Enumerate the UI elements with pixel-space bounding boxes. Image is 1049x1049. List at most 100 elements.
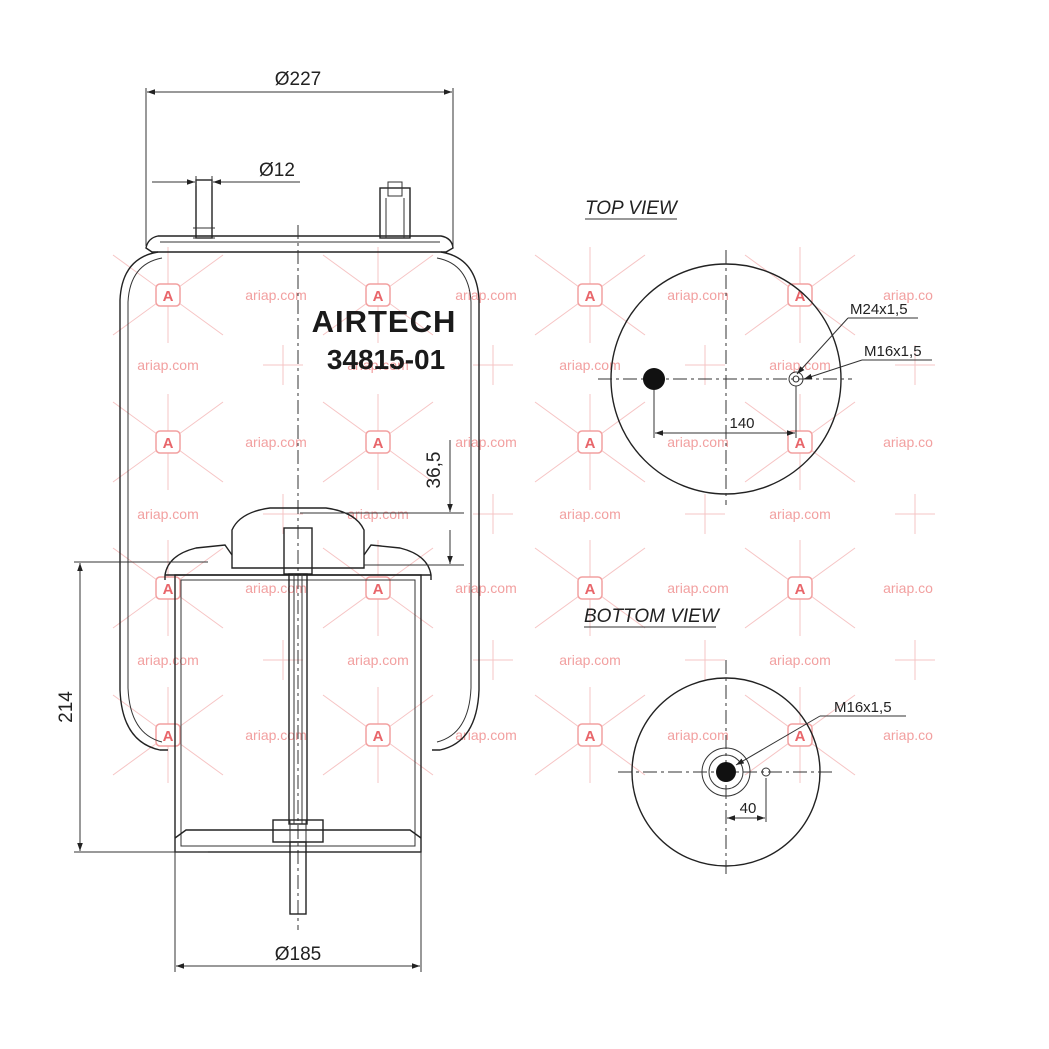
watermark-text: ariap.com (137, 357, 198, 373)
label-thread-small: M16x1,5 (864, 343, 922, 360)
watermark-badge: A (577, 283, 603, 307)
watermark-text: ariap.com (559, 652, 620, 668)
svg-text:A: A (163, 288, 174, 305)
watermark-text: ariap.com (347, 652, 408, 668)
watermark-cross (685, 494, 725, 534)
watermark-text: ariap.com (245, 287, 306, 303)
dimension-inset-height: 36,5 (300, 440, 464, 566)
part-number-label: 34815-01 (327, 344, 445, 375)
watermark-cross (263, 640, 303, 680)
piston (164, 544, 432, 853)
watermark-badge: A (365, 576, 391, 600)
watermark-badge: A (365, 723, 391, 747)
watermark-text: ariap.com (769, 652, 830, 668)
watermark-text: ariap.com (667, 287, 728, 303)
watermark-badge: A (365, 430, 391, 454)
watermark-badge: A (365, 283, 391, 307)
brand-label: AIRTECH (312, 304, 457, 339)
watermark-badge: A (577, 723, 603, 747)
svg-text:A: A (585, 288, 596, 305)
watermark-text: ariap.com (245, 580, 306, 596)
bottom-view-offset-hole (761, 767, 771, 777)
label-piston-diameter: Ø185 (275, 944, 321, 965)
watermark-text: ariap.com (245, 434, 306, 450)
svg-text:A: A (373, 288, 384, 305)
label-piston-height: 214 (56, 691, 77, 723)
label-bottom-offset: 40 (740, 800, 757, 817)
bumper (231, 507, 365, 569)
svg-text:A: A (795, 288, 806, 305)
watermark-badge: A (155, 430, 181, 454)
watermark-texts: ariap.com ariap.com ariap.com ariap.co ariap… (137, 287, 933, 743)
watermark-text: ariap.com (137, 652, 198, 668)
watermark-text: ariap.com (245, 727, 306, 743)
watermark-text: ariap.com (137, 506, 198, 522)
watermark-text: ariap.com (559, 357, 620, 373)
svg-text:A: A (373, 581, 384, 598)
watermark-text: ariap.com (667, 727, 728, 743)
watermark-cross (895, 640, 935, 680)
top-plate (145, 235, 454, 253)
label-bottom-thread: M16x1,5 (834, 699, 892, 716)
watermark-text: ariap.com (769, 506, 830, 522)
label-thread-large: M24x1,5 (850, 301, 908, 318)
watermark-text: ariap.com (667, 580, 728, 596)
svg-text:A: A (585, 581, 596, 598)
watermark-cross (895, 494, 935, 534)
bellows-outer (119, 251, 168, 751)
svg-text:A: A (795, 581, 806, 598)
watermark-text: ariap.com (455, 580, 516, 596)
svg-text:A: A (585, 728, 596, 745)
svg-text:A: A (373, 435, 384, 452)
watermark-badge: A (577, 576, 603, 600)
watermark-text: ariap.com (347, 506, 408, 522)
label-top-diameter: Ø227 (275, 69, 321, 90)
watermark-text: ariap.com (455, 434, 516, 450)
watermark-badge: A (787, 283, 813, 307)
svg-text:A: A (163, 435, 174, 452)
label-hole-spacing: 140 (729, 415, 754, 432)
watermark-cross (895, 345, 935, 385)
air-fitting (379, 181, 411, 239)
watermark-cross (263, 494, 303, 534)
dimension-piston-height: 214 (56, 561, 208, 853)
watermark-text: ariap.com (347, 357, 408, 373)
watermark-text: ariap.com (455, 727, 516, 743)
watermark-cross (263, 345, 303, 385)
svg-text:A: A (795, 728, 806, 745)
watermark-cross (685, 640, 725, 680)
center-bolt (272, 527, 324, 915)
top-view-title: TOP VIEW (585, 198, 679, 219)
watermark-text: ariap.com (559, 506, 620, 522)
svg-text:A: A (373, 728, 384, 745)
watermark-text: ariap.co (883, 287, 933, 303)
watermark-badge: A (155, 283, 181, 307)
top-view-large-hole (643, 368, 665, 390)
svg-text:A: A (585, 435, 596, 452)
watermark-badge: A (577, 430, 603, 454)
watermark-text: ariap.co (883, 580, 933, 596)
bottom-view-title: BOTTOM VIEW (584, 606, 721, 627)
watermark-text: ariap.co (883, 727, 933, 743)
svg-text:A: A (163, 581, 174, 598)
side-section-view: Ø227 Ø12 36,5 214 (56, 69, 480, 972)
watermark-text: ariap.com (769, 357, 830, 373)
watermark-badges: A A A A A A A A A A A A A A A A (155, 283, 813, 747)
watermark-text: ariap.com (667, 434, 728, 450)
dimension-pin-diameter: Ø12 (152, 160, 300, 186)
watermark-text: ariap.co (883, 434, 933, 450)
bottom-view: BOTTOM VIEW M16x1,5 40 (584, 606, 906, 878)
bottom-view-center-hole (716, 762, 736, 782)
top-view: TOP VIEW M24x1,5 M16x1,5 140 (585, 198, 932, 505)
svg-text:A: A (795, 435, 806, 452)
watermark-badge: A (787, 430, 813, 454)
watermark-text: ariap.com (455, 287, 516, 303)
watermark-cross (685, 345, 725, 385)
svg-text:A: A (163, 728, 174, 745)
dimension-piston-diameter: Ø185 (174, 852, 422, 972)
label-pin-diameter: Ø12 (259, 160, 295, 181)
mounting-pin (193, 179, 215, 239)
dimension-top-diameter: Ø227 (145, 69, 454, 246)
